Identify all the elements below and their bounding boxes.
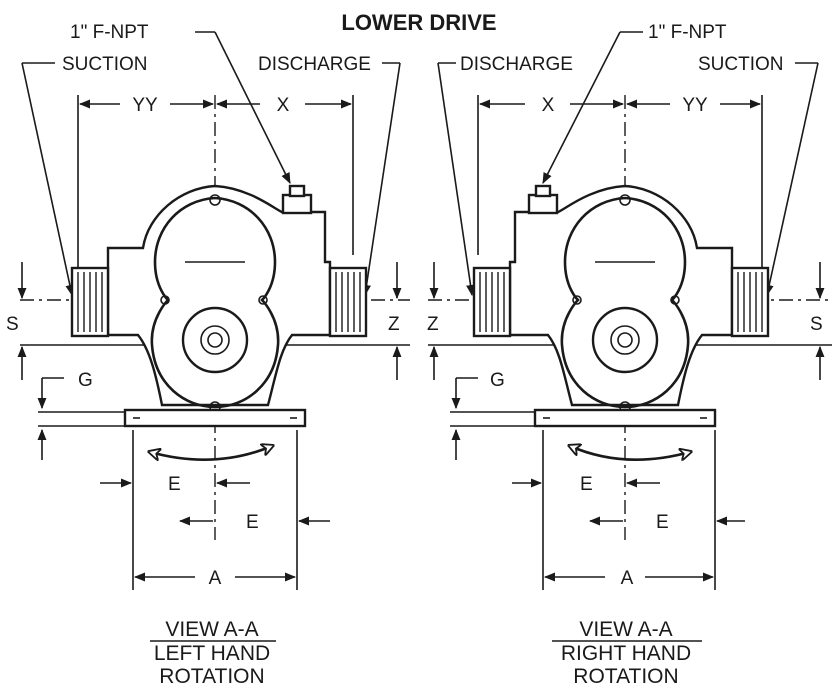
left-rotation-arrow	[150, 446, 272, 460]
left-view: 1" F-NPT SUCTION DISCHARGE YY X	[6, 22, 410, 688]
right-inner-casing	[560, 196, 690, 409]
right-dim-e-bottom: E	[656, 512, 669, 533]
left-dim-x: X	[277, 95, 290, 116]
right-shaft-hub-inner	[617, 332, 633, 348]
right-caption-line2: RIGHT HAND	[561, 642, 691, 665]
left-npt-leader-b	[214, 31, 291, 185]
left-npt-label: 1" F-NPT	[70, 22, 149, 43]
right-dim-z: Z	[427, 314, 439, 335]
left-suction-leader-b	[21, 62, 75, 297]
left-caption-line2: LEFT HAND	[154, 642, 270, 665]
right-suction-label: SUCTION	[698, 54, 784, 75]
left-shaft-hub-inner	[207, 332, 223, 348]
right-npt-label: 1" F-NPT	[648, 22, 727, 43]
right-npt-port	[527, 193, 559, 215]
right-suction-leader-b	[764, 62, 819, 297]
right-caption-line1: VIEW A-A	[579, 618, 672, 641]
right-dim-s: S	[810, 314, 823, 335]
left-base-foot	[123, 408, 307, 428]
left-dim-g: G	[78, 370, 93, 391]
right-shaft-hub-outer	[591, 306, 659, 374]
left-discharge-fins	[335, 272, 361, 332]
right-caption-line3: ROTATION	[573, 665, 678, 688]
left-shaft-hub-mid	[200, 325, 230, 355]
left-dim-e-top: E	[168, 474, 181, 495]
left-caption-line1: VIEW A-A	[165, 618, 258, 641]
left-caption-line3: ROTATION	[159, 665, 264, 688]
left-discharge-leader-b	[362, 62, 401, 297]
left-suction-label: SUCTION	[62, 54, 148, 75]
right-rotation-arrow	[570, 446, 690, 460]
left-pump-casing	[106, 184, 332, 407]
right-body-group	[472, 184, 770, 428]
drawing-title: LOWER DRIVE	[341, 10, 496, 35]
right-dim-x: X	[542, 95, 555, 116]
left-bolt-top	[209, 194, 221, 206]
right-discharge-label: DISCHARGE	[460, 54, 573, 75]
left-discharge-label: DISCHARGE	[258, 54, 371, 75]
right-bolt-top	[619, 194, 631, 206]
right-bolt-left	[670, 295, 680, 305]
left-inner-casing	[150, 196, 280, 409]
left-shaft-hub-outer	[181, 306, 249, 374]
right-discharge-leader-b	[437, 62, 475, 297]
left-dim-yy: YY	[132, 95, 158, 116]
right-npt-leader-b	[542, 31, 621, 184]
right-dim-g: G	[490, 370, 505, 391]
left-dim-s: S	[6, 314, 19, 335]
right-discharge-fins	[479, 272, 505, 332]
left-dim-a: A	[209, 568, 222, 589]
left-suction-fins	[77, 272, 103, 332]
right-npt-cap	[534, 184, 552, 198]
left-dim-e-bottom: E	[246, 512, 259, 533]
left-npt-port	[281, 193, 313, 215]
right-dim-e-top: E	[580, 474, 593, 495]
right-dim-yy: YY	[682, 95, 708, 116]
right-dim-a: A	[621, 568, 634, 589]
right-suction-fins	[737, 272, 763, 332]
left-bolt-right	[258, 295, 268, 305]
right-pump-casing	[508, 184, 734, 407]
right-shaft-hub-mid	[610, 325, 640, 355]
right-bolt-right	[572, 295, 582, 305]
right-view: 1" F-NPT DISCHARGE SUCTION X YY	[427, 22, 832, 688]
right-base-foot	[533, 408, 717, 428]
left-npt-cap	[288, 184, 306, 198]
left-bolt-left	[160, 295, 170, 305]
left-dim-z: Z	[388, 314, 400, 335]
